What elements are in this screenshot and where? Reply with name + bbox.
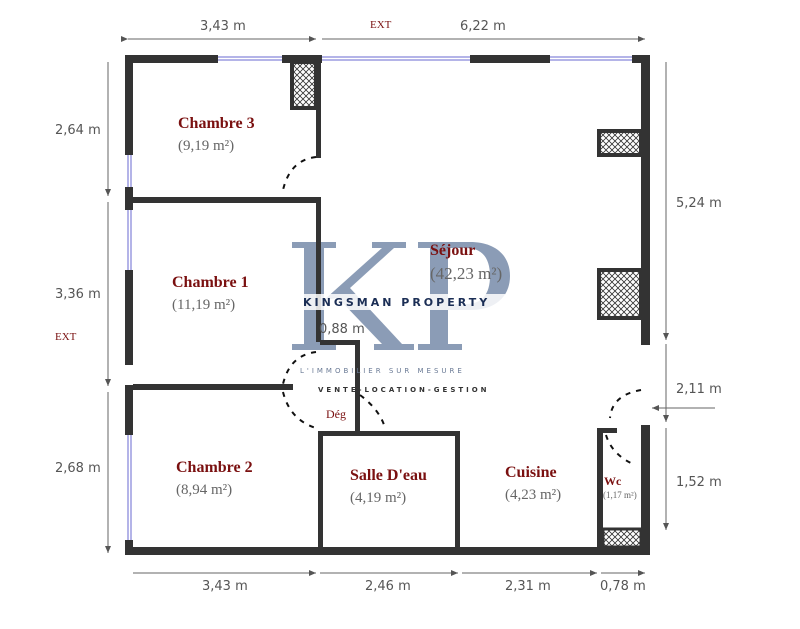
room-area-chambre-2: (8,94 m²) [176,482,232,498]
dimension-labels: 3,43 m 6,22 m 2,64 m 3,36 m 2,68 m 5,24 … [55,19,722,594]
watermark-services: VENTE-LOCATION-GESTION [318,386,490,394]
ducts [290,60,643,549]
dim-right-2: 2,11 m [676,382,722,397]
walls [125,55,650,555]
room-name-chambre-3: Chambre 3 [178,115,255,132]
ext-label-left: EXT [55,331,77,343]
room-name-cuisine: Cuisine [505,464,557,481]
room-name-deg: Dég [326,407,346,421]
room-area-wc: (1,17 m²) [603,490,637,500]
room-area-chambre-3: (9,19 m²) [178,138,234,154]
dim-bottom-2: 2,46 m [365,579,411,594]
dim-deg-width: 0,88 m [319,322,365,337]
doors [282,156,642,466]
dim-left-3: 2,68 m [55,461,101,476]
ext-label-top: EXT [370,19,392,31]
room-labels: Chambre 3 (9,19 m²) Chambre 1 (11,19 m²)… [172,115,637,506]
dim-left-1: 2,64 m [55,123,101,138]
dim-right-1: 5,24 m [676,196,722,211]
dim-top-left: 3,43 m [200,19,246,34]
kingsman-property-watermark: KINGSMAN PROPERTY L'IMMOBILIER SUR MESUR… [290,294,505,394]
room-name-wc: Wc [604,474,622,488]
room-area-sejour: (42,23 m²) [430,264,502,283]
windows [127,56,632,540]
dim-bottom-3: 2,31 m [505,579,551,594]
dim-left-2: 3,36 m [55,287,101,302]
room-name-chambre-2: Chambre 2 [176,459,253,476]
dimension-lines [105,36,715,576]
watermark-tagline: L'IMMOBILIER SUR MESURE [300,367,465,375]
room-area-chambre-1: (11,19 m²) [172,297,235,313]
dim-top-right: 6,22 m [460,19,506,34]
room-name-chambre-1: Chambre 1 [172,274,249,291]
room-area-salle-deau: (4,19 m²) [350,490,406,506]
room-name-salle-deau: Salle D'eau [350,467,427,484]
room-name-sejour: Séjour [430,242,475,259]
dim-bottom-1: 3,43 m [202,579,248,594]
watermark-name: KINGSMAN PROPERTY [303,296,490,309]
room-area-cuisine: (4,23 m²) [505,487,561,503]
dim-bottom-4: 0,78 m [600,579,646,594]
dim-right-3: 1,52 m [676,475,722,490]
